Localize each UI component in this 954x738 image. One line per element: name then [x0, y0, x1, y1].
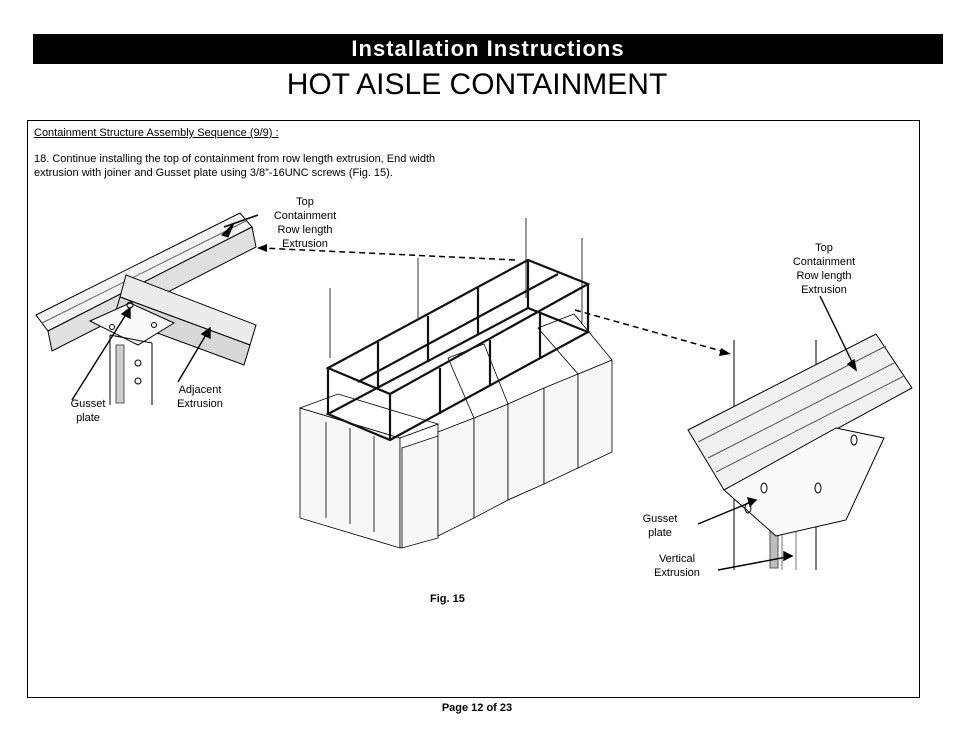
label-top-left-extrusion: Top Containment Row length Extrusion	[265, 195, 345, 251]
label-line: plate	[76, 412, 100, 424]
label-line: plate	[648, 527, 672, 539]
label-gusset-plate-right: Gusset plate	[630, 512, 690, 540]
label-vertical-extrusion: Vertical Extrusion	[644, 552, 710, 580]
section-heading: Containment Structure Assembly Sequence …	[34, 127, 279, 139]
right-leader-lines	[697, 295, 858, 571]
label-line: Row length	[277, 224, 333, 236]
step-instruction: 18. Continue installing the top of conta…	[34, 153, 436, 179]
center-containment-illustration	[298, 218, 613, 549]
label-line: Adjacent	[178, 384, 222, 396]
header-banner: Installation Instructions	[33, 34, 943, 64]
figure-caption: Fig. 15	[430, 593, 465, 605]
label-line: Gusset	[642, 513, 678, 525]
label-line: Top	[296, 196, 314, 208]
label-line: Extrusion	[801, 284, 847, 296]
label-adjacent-extrusion: Adjacent Extrusion	[168, 383, 232, 411]
left-detail-illustration	[35, 212, 259, 405]
document-title: HOT AISLE CONTAINMENT	[286, 68, 668, 101]
label-line: Vertical	[658, 553, 696, 565]
page-number: Page 12 of 23	[441, 702, 513, 714]
label-line: Gusset	[70, 398, 106, 410]
label-gusset-plate-left: Gusset plate	[58, 397, 118, 425]
label-line: Top	[815, 242, 833, 254]
label-line: Extrusion	[282, 238, 328, 250]
label-line: Extrusion	[177, 398, 223, 410]
label-line: Row length	[796, 270, 852, 282]
label-line: Containment	[792, 256, 856, 268]
dashed-callout-arrows	[257, 244, 731, 356]
label-top-right-extrusion: Top Containment Row length Extrusion	[784, 241, 864, 297]
label-line: Extrusion	[654, 567, 700, 579]
content-frame	[27, 120, 920, 698]
left-leader-lines	[71, 306, 211, 401]
label-line: Containment	[273, 210, 337, 222]
right-detail-illustration	[687, 333, 913, 570]
